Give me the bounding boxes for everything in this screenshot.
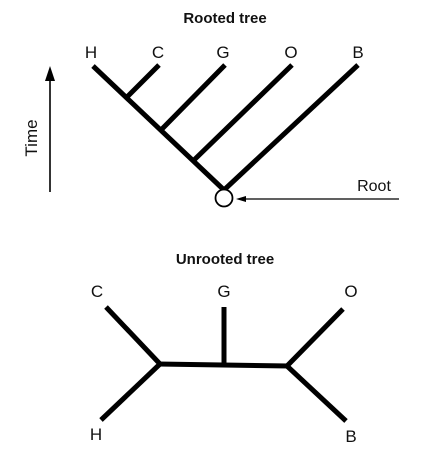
unrooted-branch-h [99,362,162,422]
rooted-branch-b [222,63,360,192]
unrooted-leaf-c-label: C [91,282,103,301]
unrooted-branch-b [285,364,348,423]
time-axis-label: Time [22,119,41,156]
rooted-branch-g [159,63,227,132]
unrooted-branch-c [104,305,162,366]
unrooted-leaf-b-label: B [345,427,356,446]
rooted-leaf-b-label: B [352,43,363,62]
unrooted-branch-o [285,307,345,368]
rooted-leaf-c-label: C [152,43,164,62]
root-node-circle [214,188,234,208]
rooted-leaf-o-label: O [284,43,297,62]
rooted-tree-title: Rooted tree [183,10,266,27]
rooted-branch-h [91,64,226,192]
rooted-branch-c [124,63,161,100]
unrooted-tree: Unrooted tree C G O H B [90,251,358,446]
rooted-leaf-h-label: H [85,43,97,62]
unrooted-leaf-h-label: H [90,425,102,444]
unrooted-tree-title: Unrooted tree [176,251,274,268]
time-axis-arrowhead [45,66,55,81]
rooted-leaf-g-label: G [216,43,229,62]
rooted-tree: Rooted tree H C G O B Root Time [22,10,399,208]
unrooted-leaf-g-label: G [217,282,230,301]
root-label: Root [357,178,391,195]
rooted-branch-o [191,63,294,163]
root-pointer-arrowhead [236,196,246,202]
unrooted-leaf-o-label: O [344,282,357,301]
